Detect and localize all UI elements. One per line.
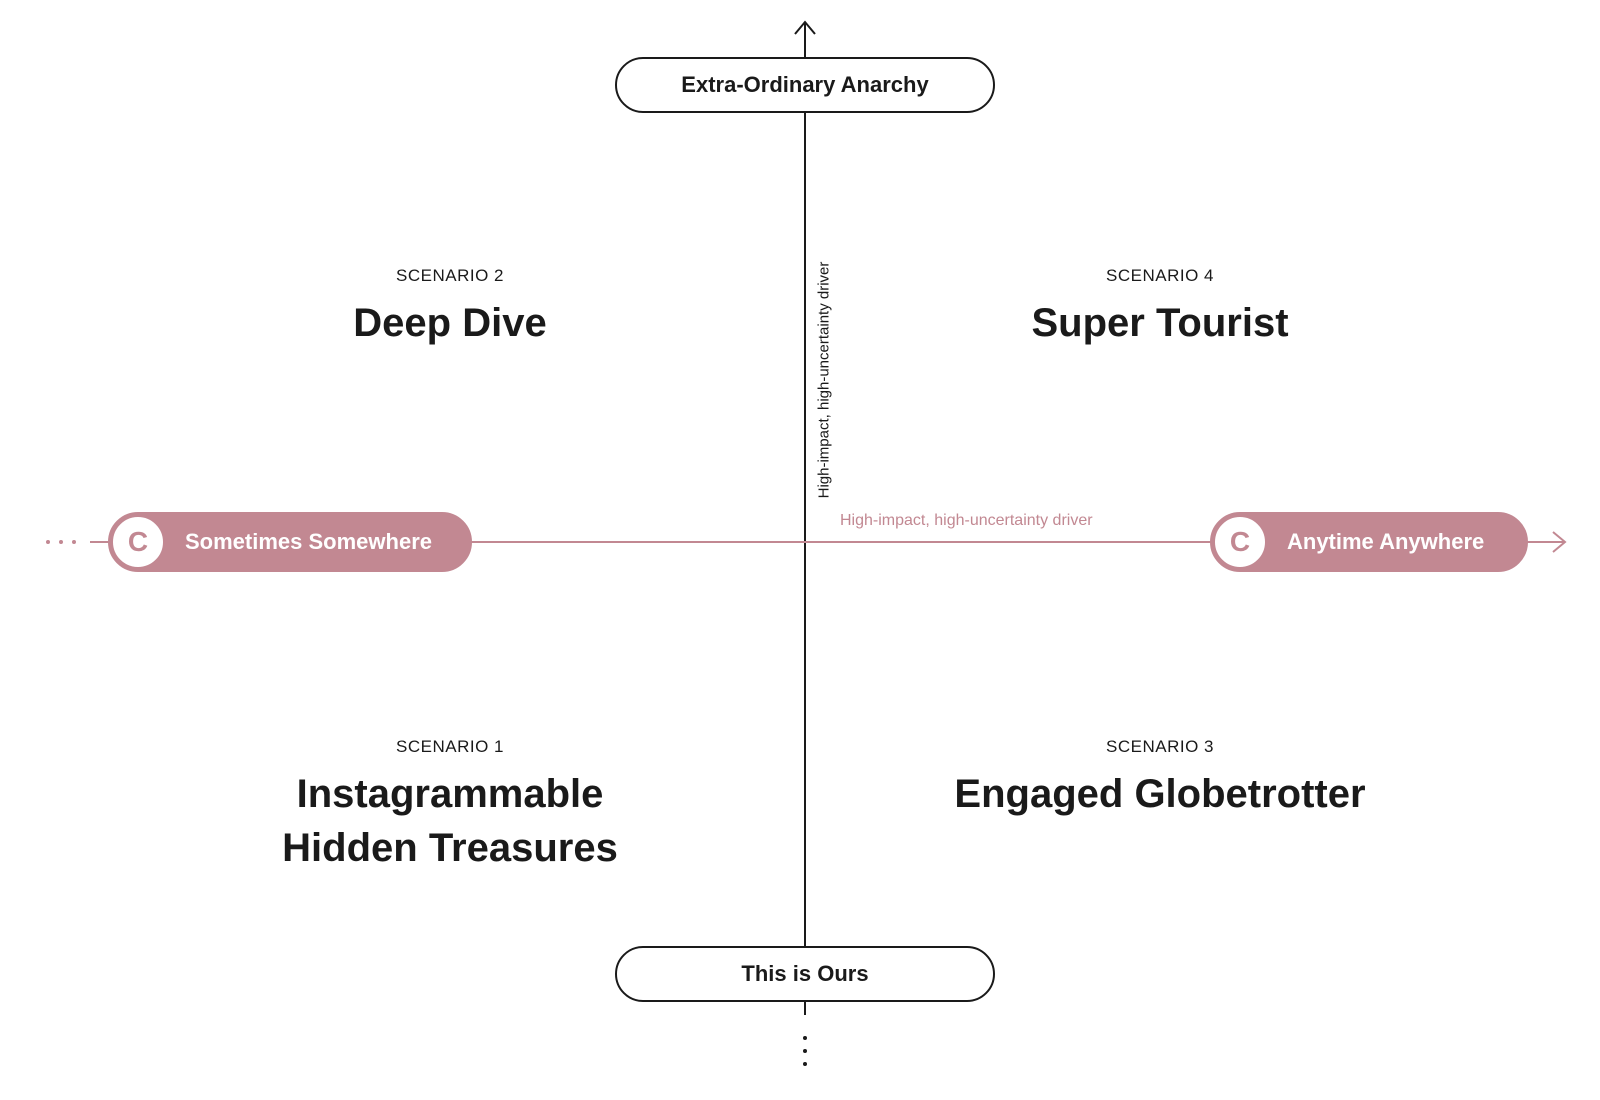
scenario-title: Deep Dive	[353, 301, 547, 345]
horizontal-axis-arrowhead	[1552, 531, 1567, 553]
scenario-2: SCENARIO 2 Deep Dive	[250, 266, 650, 350]
vertical-axis-bottom-pill: This is Ours	[615, 946, 995, 1002]
scenario-4: SCENARIO 4 Super Tourist	[960, 266, 1360, 350]
scenario-number: SCENARIO 1	[396, 737, 504, 756]
scenario-1: SCENARIO 1 Instagrammable Hidden Treasur…	[230, 737, 670, 875]
scenario-number: SCENARIO 3	[1106, 737, 1214, 756]
vertical-axis-dot	[803, 1036, 807, 1040]
scenario-3: SCENARIO 3 Engaged Globetrotter	[920, 737, 1400, 821]
horizontal-axis-dot	[72, 540, 76, 544]
vertical-axis-bottom-label: This is Ours	[741, 961, 869, 986]
vertical-axis-arrowhead	[794, 20, 816, 35]
vertical-axis-dot	[803, 1049, 807, 1053]
horizontal-driver-label: High-impact, high-uncertainty driver	[840, 512, 1093, 529]
vertical-axis-top-label: Extra-Ordinary Anarchy	[681, 72, 929, 97]
horizontal-axis-right-label: Anytime Anywhere	[1287, 529, 1485, 554]
scenario-title: Engaged Globetrotter	[954, 772, 1366, 816]
horizontal-axis-dot	[59, 540, 63, 544]
vertical-axis-top-pill: Extra-Ordinary Anarchy	[615, 57, 995, 113]
horizontal-axis-left-pill: C Sometimes Somewhere	[108, 512, 472, 572]
horizontal-axis-left-label: Sometimes Somewhere	[185, 529, 432, 554]
scenario-number: SCENARIO 4	[1106, 266, 1214, 285]
vertical-axis-dot	[803, 1062, 807, 1066]
scenario-title: Instagrammable Hidden Treasures	[282, 772, 618, 870]
scenario-title: Super Tourist	[1031, 301, 1289, 345]
c-letter-icon: C	[1213, 515, 1267, 569]
horizontal-axis-dot	[46, 540, 50, 544]
horizontal-axis-right-pill: C Anytime Anywhere	[1210, 512, 1528, 572]
scenario-number: SCENARIO 2	[396, 266, 504, 285]
vertical-driver-label: High-impact, high-uncertainty driver	[815, 261, 833, 499]
c-letter-icon: C	[111, 515, 165, 569]
